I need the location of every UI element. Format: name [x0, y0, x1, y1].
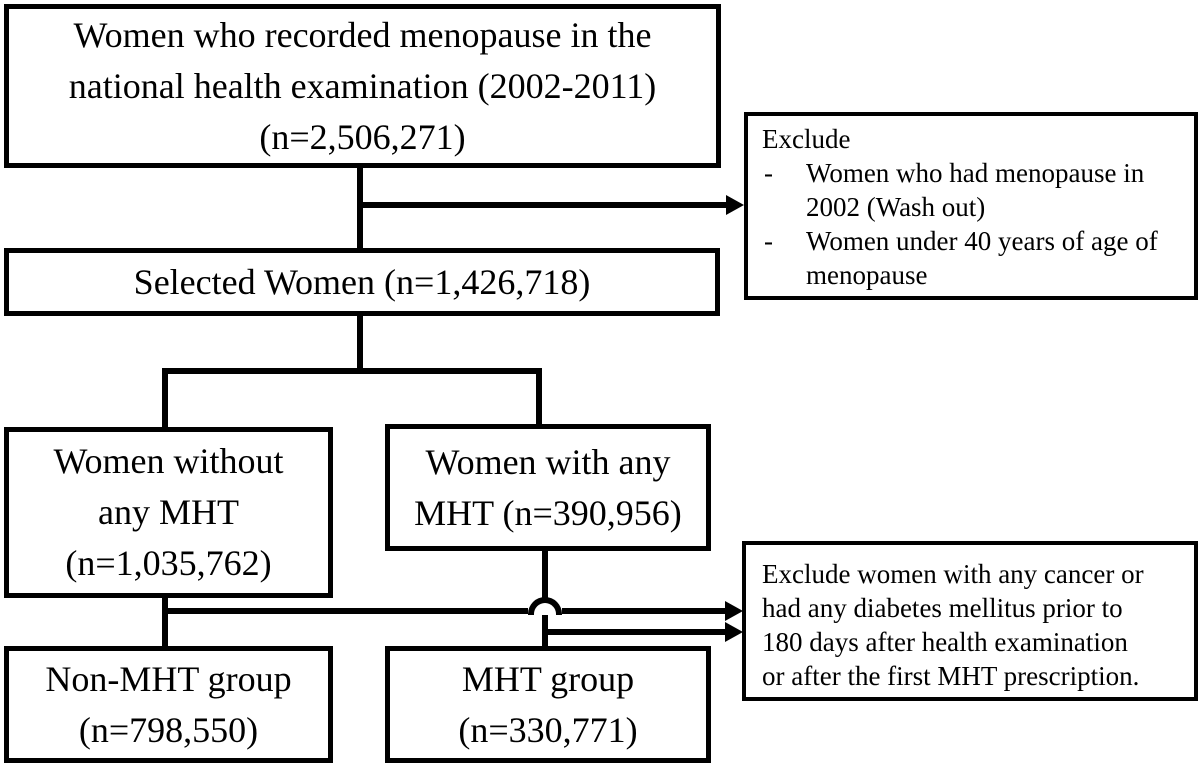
mht-group-box: MHT group (n=330,771): [385, 646, 711, 763]
bullet-dash: -: [764, 226, 773, 256]
connector-non-mht-to-bottom-exclusion-right: [562, 608, 725, 614]
connector-to-top-exclusion: [357, 202, 726, 208]
women-without-mht-line: (n=1,035,762): [65, 543, 272, 583]
population-line: national health examination (2002-2011): [68, 65, 657, 106]
connector-without-mht-to-non-mht-group: [162, 598, 168, 646]
connector-selected-to-split: [357, 316, 363, 374]
women-with-mht-line: MHT (n=390,956): [414, 492, 682, 533]
women-with-mht-box: Women with any MHT (n=390,956): [385, 424, 711, 551]
exclusion-bottom-line: or after the first MHT prescription.: [762, 661, 1140, 691]
connector-split-to-with-mht: [536, 368, 542, 424]
connector-split-to-without-mht: [162, 368, 168, 427]
bullet-dash: -: [764, 158, 773, 188]
women-with-mht-line: Women with any: [425, 441, 671, 482]
exclusion-top-item-line: 2002 (Wash out): [806, 192, 986, 222]
arrowhead-bottom-exclusion-lower: [725, 622, 743, 642]
non-mht-group-line: Non-MHT group: [45, 658, 292, 699]
arrowhead-bottom-exclusion-upper: [725, 601, 743, 621]
exclusion-top-item: - Women under 40 years of age of menopau…: [762, 224, 1182, 292]
exclusion-criteria-bottom-box: Exclude women with any cancer or had any…: [742, 541, 1198, 701]
selected-women-line: Selected Women (n=1,426,718): [133, 261, 591, 302]
non-mht-group-box: Non-MHT group (n=798,550): [4, 646, 333, 763]
mht-group-line: (n=330,771): [458, 709, 638, 750]
women-without-mht-box: Women without any MHT (n=1,035,762): [4, 427, 333, 598]
arrowhead-top-exclusion: [726, 195, 744, 215]
exclusion-top-title: Exclude: [762, 124, 851, 154]
non-mht-group-line: (n=798,550): [78, 709, 259, 750]
women-without-mht-line: Women without: [53, 441, 284, 481]
population-line: Women who recorded menopause in the: [73, 14, 652, 55]
exclusion-criteria-top-box: Exclude - Women who had menopause in 200…: [744, 112, 1198, 300]
connector-non-mht-to-bottom-exclusion-left: [162, 608, 528, 614]
connector-mht-to-bottom-exclusion: [542, 629, 725, 635]
women-without-mht-line: any MHT: [98, 492, 239, 532]
exclusion-top-item-line: Women who had menopause in: [806, 158, 1145, 188]
exclusion-bottom-line: 180 days after health examination: [762, 627, 1128, 657]
connector-population-to-selected: [357, 168, 363, 248]
exclusion-top-item-line: Women under 40 years of age of: [806, 226, 1158, 256]
line-jump-arc: [528, 597, 562, 615]
exclusion-top-item: - Women who had menopause in 2002 (Wash …: [762, 156, 1182, 224]
exclusion-top-item-line: menopause: [806, 260, 928, 290]
selected-women-box: Selected Women (n=1,426,718): [4, 248, 720, 316]
split-horizontal-bar: [162, 368, 542, 374]
exclusion-bottom-line: Exclude women with any cancer or: [762, 559, 1144, 589]
population-box: Women who recorded menopause in the nati…: [4, 4, 721, 168]
mht-group-line: MHT group: [461, 658, 635, 699]
population-line: (n=2,506,271): [259, 116, 466, 157]
exclusion-bottom-line: had any diabetes mellitus prior to: [762, 593, 1123, 623]
